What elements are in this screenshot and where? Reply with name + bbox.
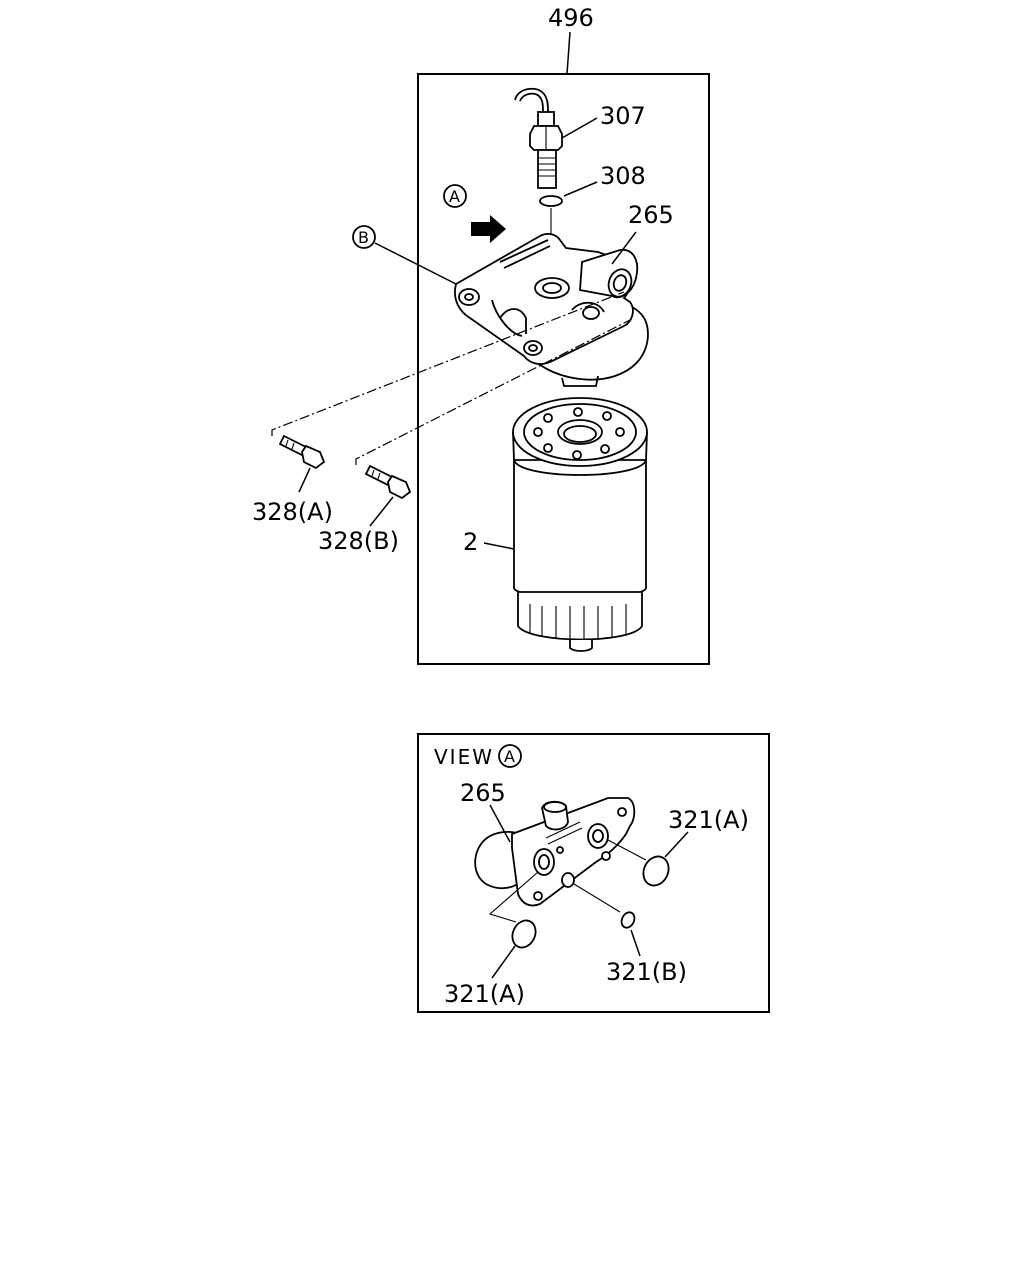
bolt-boss-right (582, 306, 600, 320)
sensor-body (537, 149, 557, 189)
main-view-frame (417, 73, 710, 665)
cartridge-grip (517, 591, 643, 641)
label-321b: 321(B) (606, 958, 687, 986)
view-a-centerline-right (607, 839, 647, 861)
view-a-housing-265 (474, 797, 636, 907)
view-a-port-right (587, 823, 609, 849)
part-321b-oring (620, 911, 636, 929)
part-265-filter-head (454, 233, 649, 387)
label-308: 308 (600, 162, 646, 190)
view-a-title: VIEW (434, 745, 494, 769)
label-307: 307 (600, 102, 646, 130)
cartridge-center-port (557, 419, 603, 445)
label-321a-top: 321(A) (668, 806, 749, 834)
circled-a-marker-icon (443, 184, 467, 208)
view-a-leader-265 (489, 804, 511, 843)
label-265: 265 (628, 201, 674, 229)
view-a-circled-marker-icon (498, 744, 522, 768)
cartridge-body (513, 459, 647, 598)
view-a-frame (417, 733, 770, 1013)
view-a-marker-text: A (504, 747, 515, 766)
assembly-number-label: 496 (548, 4, 594, 32)
sensor-wire-inner (519, 92, 544, 113)
part-307-sensor (514, 87, 563, 189)
leader-321a-top (664, 831, 689, 858)
sensor-cap (537, 111, 555, 127)
leader-2 (483, 542, 515, 550)
view-a-flange (511, 797, 636, 907)
marker-b-text: B (358, 228, 369, 247)
leader-308 (563, 181, 598, 197)
part-321a-oring-right (642, 855, 670, 887)
arrow-right-icon (471, 215, 506, 243)
label-2: 2 (463, 528, 478, 556)
part-328b-bolt (364, 464, 412, 500)
leader-321a-bottom (491, 945, 516, 979)
view-a-port-left (533, 848, 555, 876)
circled-b-marker-icon (352, 225, 376, 249)
cartridge-drain (569, 640, 593, 652)
view-a-centerline-bottom (488, 871, 539, 923)
leader-321b (630, 929, 641, 957)
view-a-port-small (561, 872, 575, 888)
leader-328a (298, 467, 311, 493)
marker-a-text: A (449, 187, 460, 206)
outlet-port (607, 268, 633, 298)
bolt-boss-left (458, 288, 480, 306)
bolt-b-centerline (355, 319, 631, 465)
part-328a-bolt (278, 434, 326, 470)
view-a-label-265: 265 (460, 779, 506, 807)
sensor-wire (514, 87, 549, 113)
part-308-oring (539, 195, 563, 207)
bolt-boss-bottom (523, 340, 543, 356)
leader-328b (369, 496, 394, 527)
leader-307 (561, 117, 598, 139)
label-321a-bottom: 321(A) (444, 980, 525, 1008)
part-2-filter-cartridge (512, 397, 648, 652)
top-port (534, 277, 570, 299)
label-328a: 328(A) (252, 498, 333, 526)
part-321a-oring-bottom (511, 919, 537, 949)
view-a-centerline-small (573, 883, 621, 913)
label-328b: 328(B) (318, 527, 399, 555)
assembly-leader-line (566, 31, 571, 75)
bolt-a-centerline (271, 291, 625, 436)
leader-marker-b (374, 242, 457, 285)
leader-265 (611, 231, 637, 265)
view-a-top-port (541, 800, 569, 831)
